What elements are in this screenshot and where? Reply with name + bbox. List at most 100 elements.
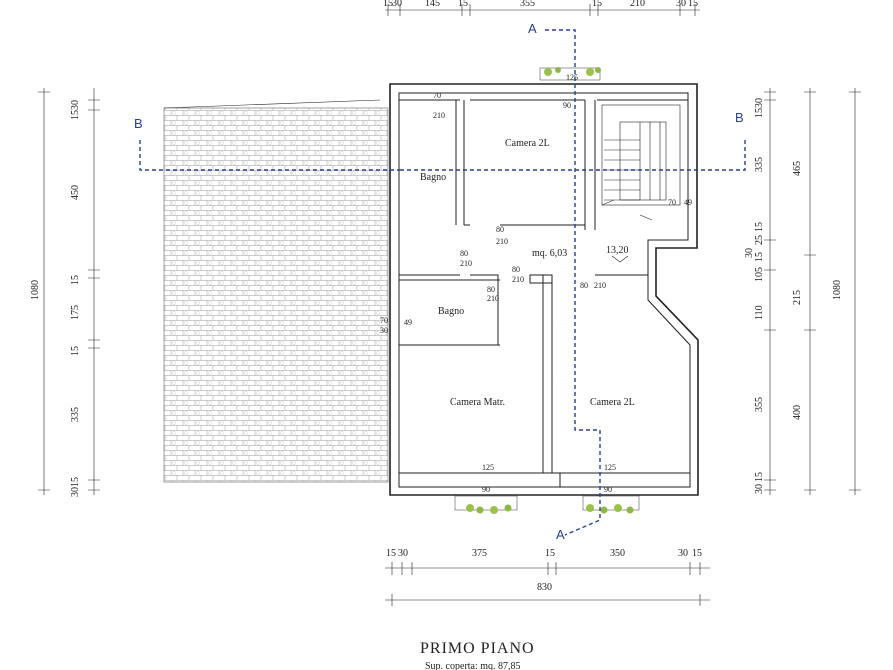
- section-b-right-label: B: [735, 110, 744, 125]
- room-camera-matr: Camera Matr.: [450, 397, 505, 408]
- svg-text:30: 30: [392, 0, 402, 9]
- svg-text:125: 125: [482, 463, 494, 472]
- right-dims-text: 30 15 335 15 25 30 15 105 110 355 15 30 …: [744, 98, 843, 494]
- svg-text:15: 15: [754, 108, 765, 118]
- bottom-dims-text: 15 30 375 15 350 30 15 830: [386, 548, 702, 593]
- svg-text:355: 355: [520, 0, 535, 9]
- svg-text:80: 80: [580, 281, 588, 290]
- svg-text:175: 175: [70, 305, 81, 320]
- room-camera-2l-bottom: Camera 2L: [590, 397, 635, 408]
- svg-text:70: 70: [380, 316, 388, 325]
- svg-text:15: 15: [70, 346, 81, 356]
- svg-text:90: 90: [563, 101, 571, 110]
- section-a-bottom-label: A: [556, 527, 565, 542]
- svg-text:15: 15: [592, 0, 602, 9]
- staircase: [601, 104, 681, 221]
- level-marker: [611, 255, 629, 263]
- svg-text:125: 125: [604, 463, 616, 472]
- door-labels: 70 210 90 125 80 210 80 210 80 210 80 21…: [380, 73, 692, 494]
- bottom-dimension-line: [385, 562, 710, 606]
- svg-text:80: 80: [460, 249, 468, 258]
- svg-text:1080: 1080: [30, 280, 41, 300]
- svg-text:15: 15: [692, 548, 702, 559]
- section-line-b: [139, 140, 746, 171]
- svg-text:210: 210: [630, 0, 645, 9]
- svg-text:30: 30: [676, 0, 686, 9]
- svg-text:70: 70: [668, 198, 676, 207]
- plant-bottom-left: [454, 495, 518, 514]
- svg-text:400: 400: [792, 405, 803, 420]
- room-bagno-mid: Bagno: [438, 306, 464, 317]
- left-dimension-line: [38, 88, 100, 495]
- roof-tiles: [163, 107, 389, 483]
- svg-text:30: 30: [398, 548, 408, 559]
- plan-subtitle: Sup. coperta: mq. 87,85: [425, 661, 521, 670]
- svg-text:70: 70: [433, 91, 441, 100]
- top-dimension-line: [385, 4, 700, 16]
- svg-text:15: 15: [70, 275, 81, 285]
- svg-text:49: 49: [684, 198, 692, 207]
- svg-text:1080: 1080: [832, 280, 843, 300]
- svg-text:30: 30: [70, 487, 81, 497]
- left-dims-text: 30 15 450 15 175 15 335 15 30 1080: [30, 100, 81, 497]
- svg-text:15: 15: [70, 477, 81, 487]
- room-area: mq. 6,03: [532, 248, 567, 259]
- svg-text:15: 15: [383, 0, 393, 9]
- svg-text:25: 25: [754, 235, 765, 245]
- svg-text:15: 15: [754, 472, 765, 482]
- svg-text:90: 90: [604, 485, 612, 494]
- section-b-left-label: B: [134, 116, 143, 131]
- svg-text:30: 30: [754, 98, 765, 108]
- svg-text:110: 110: [754, 305, 765, 320]
- svg-text:30: 30: [380, 326, 388, 335]
- svg-text:350: 350: [610, 548, 625, 559]
- plant-bottom-right: [582, 495, 640, 514]
- svg-text:15: 15: [458, 0, 468, 9]
- svg-text:90: 90: [482, 485, 490, 494]
- svg-text:30: 30: [70, 100, 81, 110]
- svg-text:15: 15: [754, 252, 765, 262]
- svg-text:215: 215: [792, 290, 803, 305]
- svg-text:450: 450: [70, 185, 81, 200]
- svg-text:15: 15: [386, 548, 396, 559]
- svg-text:15: 15: [754, 222, 765, 232]
- svg-text:30: 30: [678, 548, 688, 559]
- building-inner: [398, 92, 691, 488]
- room-level: 13,20: [606, 245, 629, 256]
- svg-text:80: 80: [512, 265, 520, 274]
- section-line-a: [545, 29, 601, 536]
- svg-text:30: 30: [744, 248, 755, 258]
- building-outline: [389, 83, 699, 496]
- svg-text:49: 49: [404, 318, 412, 327]
- svg-text:830: 830: [537, 582, 552, 593]
- svg-text:210: 210: [496, 237, 508, 246]
- svg-text:210: 210: [512, 275, 524, 284]
- svg-text:145: 145: [425, 0, 440, 9]
- svg-text:335: 335: [70, 407, 81, 422]
- svg-text:80: 80: [487, 285, 495, 294]
- svg-text:210: 210: [594, 281, 606, 290]
- svg-text:80: 80: [496, 225, 504, 234]
- svg-text:15: 15: [545, 548, 555, 559]
- interior-walls: [399, 99, 690, 487]
- plant-top: [539, 67, 601, 81]
- svg-text:125: 125: [566, 73, 578, 82]
- room-camera-2l-top: Camera 2L: [505, 138, 550, 149]
- plan-title: PRIMO PIANO: [420, 640, 535, 657]
- right-dimension-line: [764, 88, 861, 495]
- svg-text:210: 210: [487, 294, 499, 303]
- svg-text:210: 210: [433, 111, 445, 120]
- svg-text:15: 15: [688, 0, 698, 9]
- svg-text:335: 335: [754, 157, 765, 172]
- svg-text:355: 355: [754, 397, 765, 412]
- svg-text:375: 375: [472, 548, 487, 559]
- top-dims-text: 15 30 145 15 355 15 210 30 15: [383, 0, 698, 9]
- svg-text:15: 15: [70, 110, 81, 120]
- section-a-top-label: A: [528, 21, 537, 36]
- svg-text:30: 30: [754, 484, 765, 494]
- svg-text:210: 210: [460, 259, 472, 268]
- svg-text:105: 105: [754, 267, 765, 282]
- room-bagno-top: Bagno: [420, 172, 446, 183]
- svg-text:465: 465: [792, 161, 803, 176]
